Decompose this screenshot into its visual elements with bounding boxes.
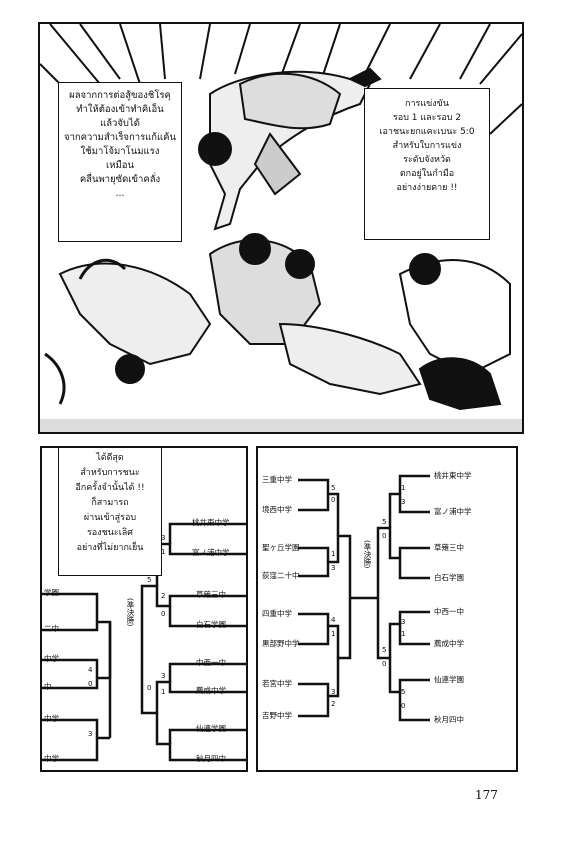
score: 3 — [401, 498, 406, 506]
caption-line: เหมือน — [106, 160, 134, 171]
team-name: 富ノ浦中学 — [434, 507, 472, 516]
score: 5 — [331, 484, 336, 492]
caption-line: อย่างที่ไม่ยากเย็น — [76, 543, 144, 553]
caption-line: ผ่านเข้าสู่รอบ — [83, 513, 137, 523]
score: 1 — [401, 630, 406, 638]
score: 1 — [331, 550, 336, 558]
caption-line: ใช้มาโจ้มาโนมแรง — [80, 146, 160, 157]
team-name: 聖ヶ丘学園 — [262, 543, 300, 552]
caption-line: อย่างง่ายดาย !! — [396, 183, 458, 193]
caption-line: ผลจากการต่อสู้ของชิโรคุ — [69, 90, 171, 101]
team-name: 中学 — [44, 654, 59, 663]
right-bracket-panel: (準決勝) 三重中学 境西中学 聖ヶ丘学園 荻窪二十中 四重中学 黒部野中学 若… — [256, 446, 518, 772]
team-name: 桃井東中学 — [434, 471, 472, 480]
team-name: 中 — [44, 682, 52, 691]
team-name: 仙連学園 — [196, 724, 226, 733]
team-name: 秋月四中 — [434, 715, 464, 724]
caption-line: ได้ดีสุด — [96, 453, 124, 463]
team-name: 吉野中学 — [262, 711, 292, 720]
score: 3 — [161, 672, 166, 680]
left-bracket-panel: ได้ดีสุด สำหรับการชนะ อีกครั้งจำนั้นได้ … — [40, 446, 248, 772]
score: 5 — [382, 646, 387, 654]
caption-box-right: การแข่งขัน รอบ 1 และรอบ 2 เอาชนะยกแคะเบน… — [364, 88, 490, 240]
score: 0 — [147, 684, 152, 692]
caption-line: สำหรับการชนะ — [80, 468, 140, 478]
action-illustration — [40, 24, 522, 432]
right-bracket-lines — [298, 474, 430, 722]
score: 1 — [161, 548, 166, 556]
caption-line: แล้วจับได้ — [100, 118, 140, 129]
team-name: 四重中学 — [262, 609, 292, 618]
score: 3 — [88, 730, 93, 738]
team-name: 荻窪二十中 — [262, 571, 300, 580]
team-name: 黒部野中学 — [262, 639, 300, 648]
caption-line: ระดับจังหวัด — [403, 155, 451, 165]
top-panel: ผลจากการต่อสู้ของชิโรคุ ทำให้ต้องเข้าทำค… — [38, 22, 524, 434]
team-name: 中学 — [44, 714, 59, 723]
team-name: 草薙三中 — [434, 543, 464, 552]
score: 1 — [401, 484, 406, 492]
bracket-round-label: (準決勝) — [363, 540, 372, 569]
caption-line: ตกอยู่ในกำมือ — [399, 169, 455, 179]
caption-line: อีกครั้งจำนั้นได้ !! — [75, 483, 145, 493]
left-bracket-lines — [42, 522, 246, 762]
caption-line: จากความสำเร็จการแก้แค้น — [64, 132, 177, 143]
team-name: 二中 — [44, 624, 59, 633]
score: 1 — [331, 630, 336, 638]
score: 3 — [331, 564, 336, 572]
team-name: 若宮中学 — [262, 679, 292, 688]
score: 0 — [382, 660, 387, 668]
score: 2 — [161, 592, 166, 600]
team-name: 中西一中 — [434, 607, 464, 616]
caption-box-left: ผลจากการต่อสู้ของชิโรคุ ทำให้ต้องเข้าทำค… — [58, 82, 182, 242]
page-number: 177 — [475, 788, 498, 802]
caption-line: สำหรับใบการแข่ง — [392, 141, 462, 151]
score: 5 — [147, 576, 152, 584]
team-name: 薦成中学 — [196, 686, 226, 695]
score: 5 — [401, 688, 406, 696]
caption-line: คลื่นพายุซัดเข้าคลั่ง — [79, 174, 161, 185]
team-name: 三重中学 — [262, 475, 292, 484]
caption-line: รองชนะเลิศ — [86, 528, 134, 538]
team-name: 学園 — [44, 588, 59, 597]
team-name: 中西一中 — [196, 658, 226, 667]
caption-box-bottom-left: ได้ดีสุด สำหรับการชนะ อีกครั้งจำนั้นได้ … — [58, 448, 162, 576]
score: 0 — [88, 680, 93, 688]
score: 3 — [401, 618, 406, 626]
team-name: 草薙三中 — [196, 590, 226, 599]
team-name: 秋月四中 — [196, 754, 226, 763]
team-name: 境西中学 — [262, 505, 292, 514]
caption-line: ก็สามารถ — [91, 498, 129, 508]
score: 4 — [88, 666, 93, 674]
score: 2 — [331, 700, 336, 708]
score: 0 — [382, 532, 387, 540]
score: 1 — [161, 688, 166, 696]
team-name: 薦成中学 — [434, 639, 464, 648]
score: 0 — [161, 610, 166, 618]
caption-line: ทำให้ต้องเข้าทำคิเอ็น — [76, 104, 164, 115]
caption-line: เอาชนะยกแคะเบนะ 5:0 — [379, 127, 475, 137]
score: 0 — [331, 496, 336, 504]
team-name: 桃井東中学 — [192, 518, 230, 527]
team-name: 白石学園 — [434, 573, 464, 582]
team-name: 仙連学園 — [434, 675, 464, 684]
score: 5 — [382, 518, 387, 526]
bracket-round-label: (準決勝) — [126, 598, 135, 627]
caption-line: รอบ 1 และรอบ 2 — [392, 113, 462, 123]
caption-line: การแข่งขัน — [405, 99, 449, 109]
score: 4 — [331, 616, 336, 624]
team-name: 富ノ浦中学 — [192, 548, 230, 557]
score: 3 — [161, 534, 166, 542]
score: 0 — [401, 702, 406, 710]
score: 3 — [331, 688, 336, 696]
team-name: 中学 — [44, 754, 59, 763]
team-name: 白石学園 — [196, 620, 226, 629]
caption-line: ... — [115, 188, 125, 199]
